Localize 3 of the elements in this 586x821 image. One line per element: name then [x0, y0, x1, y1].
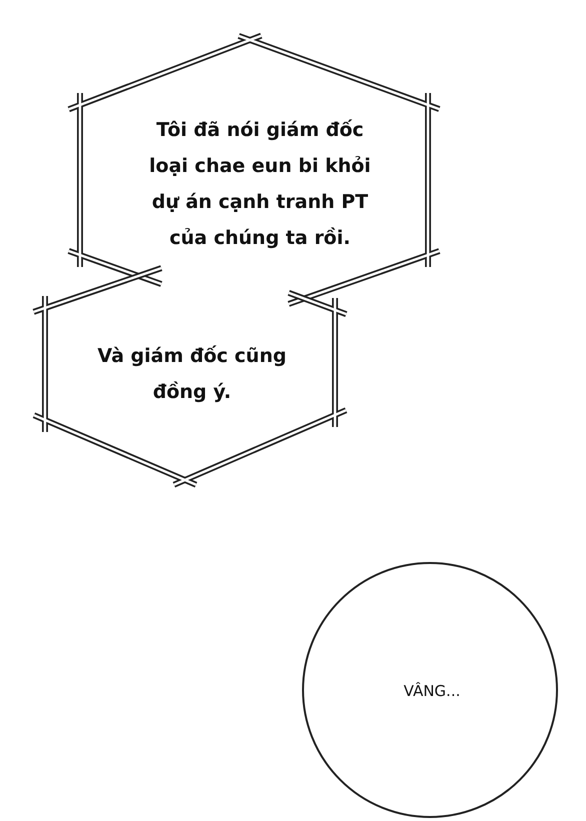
- speech-text: Và giám đốc cũng đồng ý.: [96, 344, 288, 405]
- speech-text: VÂNG...: [402, 681, 462, 701]
- speech-text: Tôi đã nói giám đốc loại chae eun bi khỏi dự án cạnh tranh PT của chúng ta rồi.: [148, 118, 372, 251]
